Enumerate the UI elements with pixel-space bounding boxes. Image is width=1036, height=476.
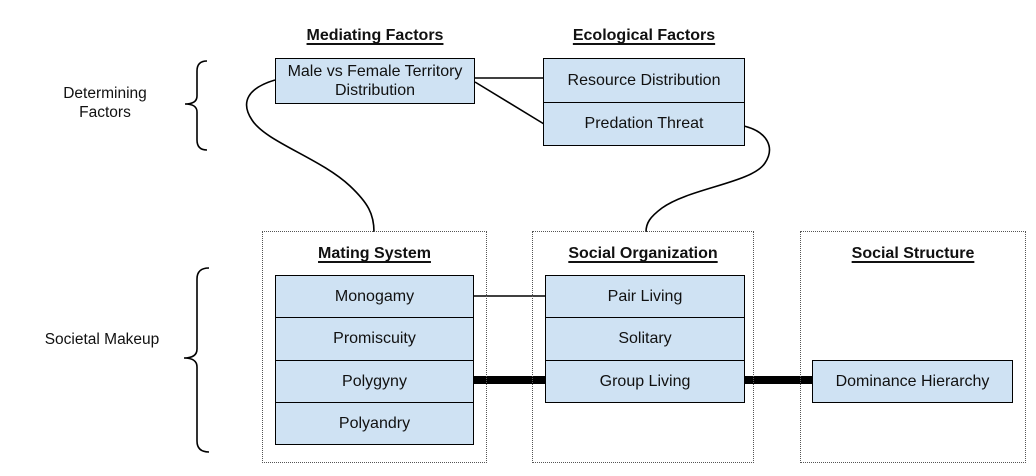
- box-pair-living: Pair Living: [546, 276, 744, 318]
- social-organization-box: Pair Living Solitary Group Living: [545, 275, 745, 403]
- mating-system-box: Monogamy Promiscuity Polygyny Polyandry: [275, 275, 474, 445]
- determining-factors-label: Determining Factors: [63, 85, 147, 121]
- brace-societal-makeup: [183, 267, 210, 453]
- box-promiscuity: Promiscuity: [276, 317, 473, 360]
- social-structure-title: Social Structure: [851, 245, 975, 262]
- box-solitary: Solitary: [546, 317, 744, 360]
- mating-system-title: Mating System: [318, 245, 431, 262]
- social-organization-group: Social Organization: [532, 231, 754, 463]
- mediating-factors-title: Mediating Factors: [306, 27, 444, 44]
- box-polygyny: Polygyny: [276, 359, 473, 402]
- ecological-factors-box: Resource Distribution Predation Threat: [543, 58, 745, 146]
- box-polyandry: Polyandry: [276, 401, 473, 444]
- box-resource-distribution: Resource Distribution: [544, 59, 744, 102]
- box-monogamy: Monogamy: [276, 276, 473, 318]
- societal-makeup-label: Societal Makeup: [44, 331, 160, 348]
- mating-system-group: Mating System: [262, 231, 487, 463]
- box-dominance-hierarchy: Dominance Hierarchy: [812, 360, 1013, 403]
- mediating-factors-box: Male vs Female Territory Distribution: [275, 58, 475, 104]
- curve-predation-to-social-organization: [645, 125, 771, 233]
- social-organization-title: Social Organization: [568, 245, 718, 262]
- ecological-factors-title: Ecological Factors: [572, 27, 716, 44]
- line-territory-to-predation: [474, 81, 545, 125]
- box-male-vs-female-territory: Male vs Female Territory Distribution: [276, 59, 474, 103]
- box-predation-threat: Predation Threat: [544, 101, 744, 145]
- social-structure-group: Social Structure: [800, 231, 1026, 463]
- curve-territory-to-mating-system: [245, 79, 375, 233]
- brace-determining-factors: [184, 60, 208, 151]
- box-group-living: Group Living: [546, 359, 744, 402]
